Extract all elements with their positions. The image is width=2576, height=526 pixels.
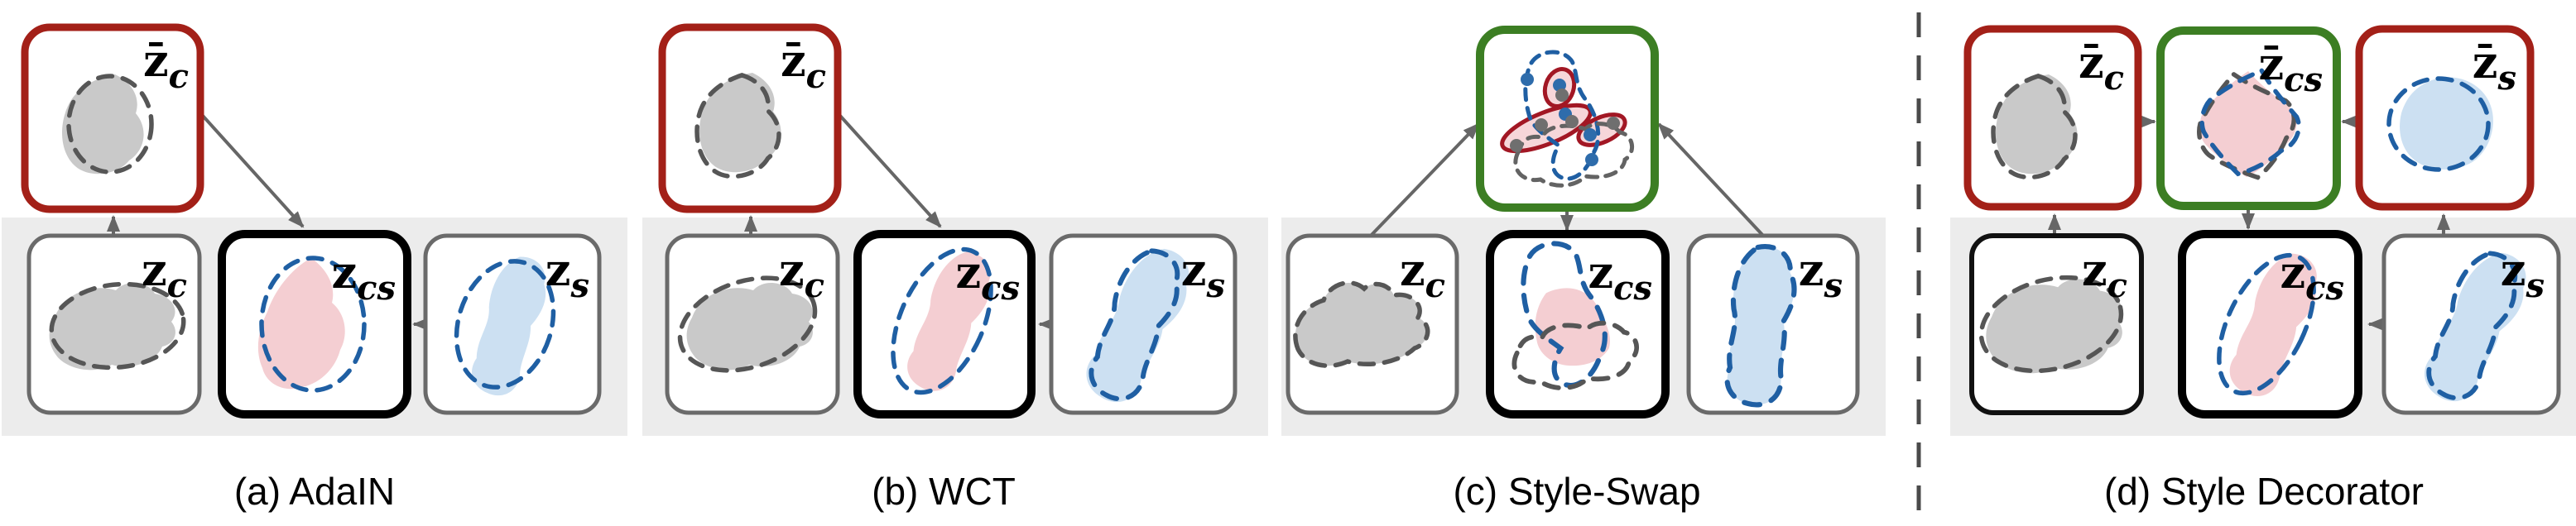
panel-adain: z̄c zc zcs zs (a) AdaIN xyxy=(2,23,627,513)
z-s-label: zs xyxy=(2501,243,2545,305)
content-dashed-ellipse xyxy=(1978,275,2124,374)
z-s-label: zs xyxy=(1181,243,1225,305)
style-dashed-circle xyxy=(2386,76,2491,172)
style-patch-dot xyxy=(1585,153,1598,166)
style-dashed-ellipse xyxy=(259,256,367,393)
panel-caption: (a) AdaIN xyxy=(234,470,395,513)
z-s-label: zs xyxy=(545,243,589,305)
arrow-zbarc-to-zcs xyxy=(839,114,942,228)
content-patch-dot xyxy=(1555,88,1569,102)
panel-wct: z̄c zc zcs zs (b) WCT xyxy=(642,23,1268,513)
content-dashed-ellipse xyxy=(677,275,818,373)
style-patch-dot xyxy=(1521,73,1534,86)
style-dashed-ellipse xyxy=(454,259,556,390)
content-patch-dot xyxy=(1565,115,1579,128)
z-s-label: zs xyxy=(1799,243,1843,305)
z-cs-label: zcs xyxy=(331,246,396,308)
z-c-label: zc xyxy=(2082,243,2127,305)
arrow-zc-to-patchbox xyxy=(1367,122,1480,239)
z-c-label: zc xyxy=(142,243,187,305)
zbar-c-label: z̄c xyxy=(2079,36,2124,98)
content-patch-dot xyxy=(1510,139,1523,152)
z-cs-label: zcs xyxy=(2280,246,2344,308)
style-patch-dot xyxy=(1553,79,1566,92)
z-cs-label: zcs xyxy=(1588,246,1652,308)
z-c-label: zc xyxy=(779,243,824,305)
content-dashed-circle xyxy=(66,74,154,175)
arrow-zbarc-to-zcs xyxy=(201,114,305,228)
zbar-cs-label: z̄cs xyxy=(2258,37,2323,99)
panel-caption: (c) Style-Swap xyxy=(1453,470,1700,513)
content-dashed-ellipse xyxy=(49,281,186,371)
zbar-s-label: z̄s xyxy=(2473,36,2516,98)
panel-style-decorator: z̄c z̄cs z̄s zc zcs zs (d) Style Decorat… xyxy=(1950,25,2576,513)
style-patch-dot xyxy=(1584,128,1597,141)
z-c-label: zc xyxy=(1400,243,1445,305)
patch-matching-content xyxy=(1500,52,1632,185)
content-patch-dot xyxy=(1607,117,1620,130)
zbar-c-label: z̄c xyxy=(781,34,826,96)
style-dashed-ellipse xyxy=(2217,252,2316,396)
z-cs-label: zcs xyxy=(955,246,1020,308)
panel-caption: (b) WCT xyxy=(872,470,1016,513)
style-dashed-ellipse xyxy=(891,246,993,395)
panel-caption: (d) Style Decorator xyxy=(2104,470,2424,513)
zbar-c-label: z̄c xyxy=(143,34,189,96)
panel-style-swap: zc zcs zs (c) Style-Swap xyxy=(1281,26,1886,513)
arrow-zs-to-patchbox xyxy=(1657,122,1766,239)
content-patch-dot xyxy=(1535,118,1548,132)
